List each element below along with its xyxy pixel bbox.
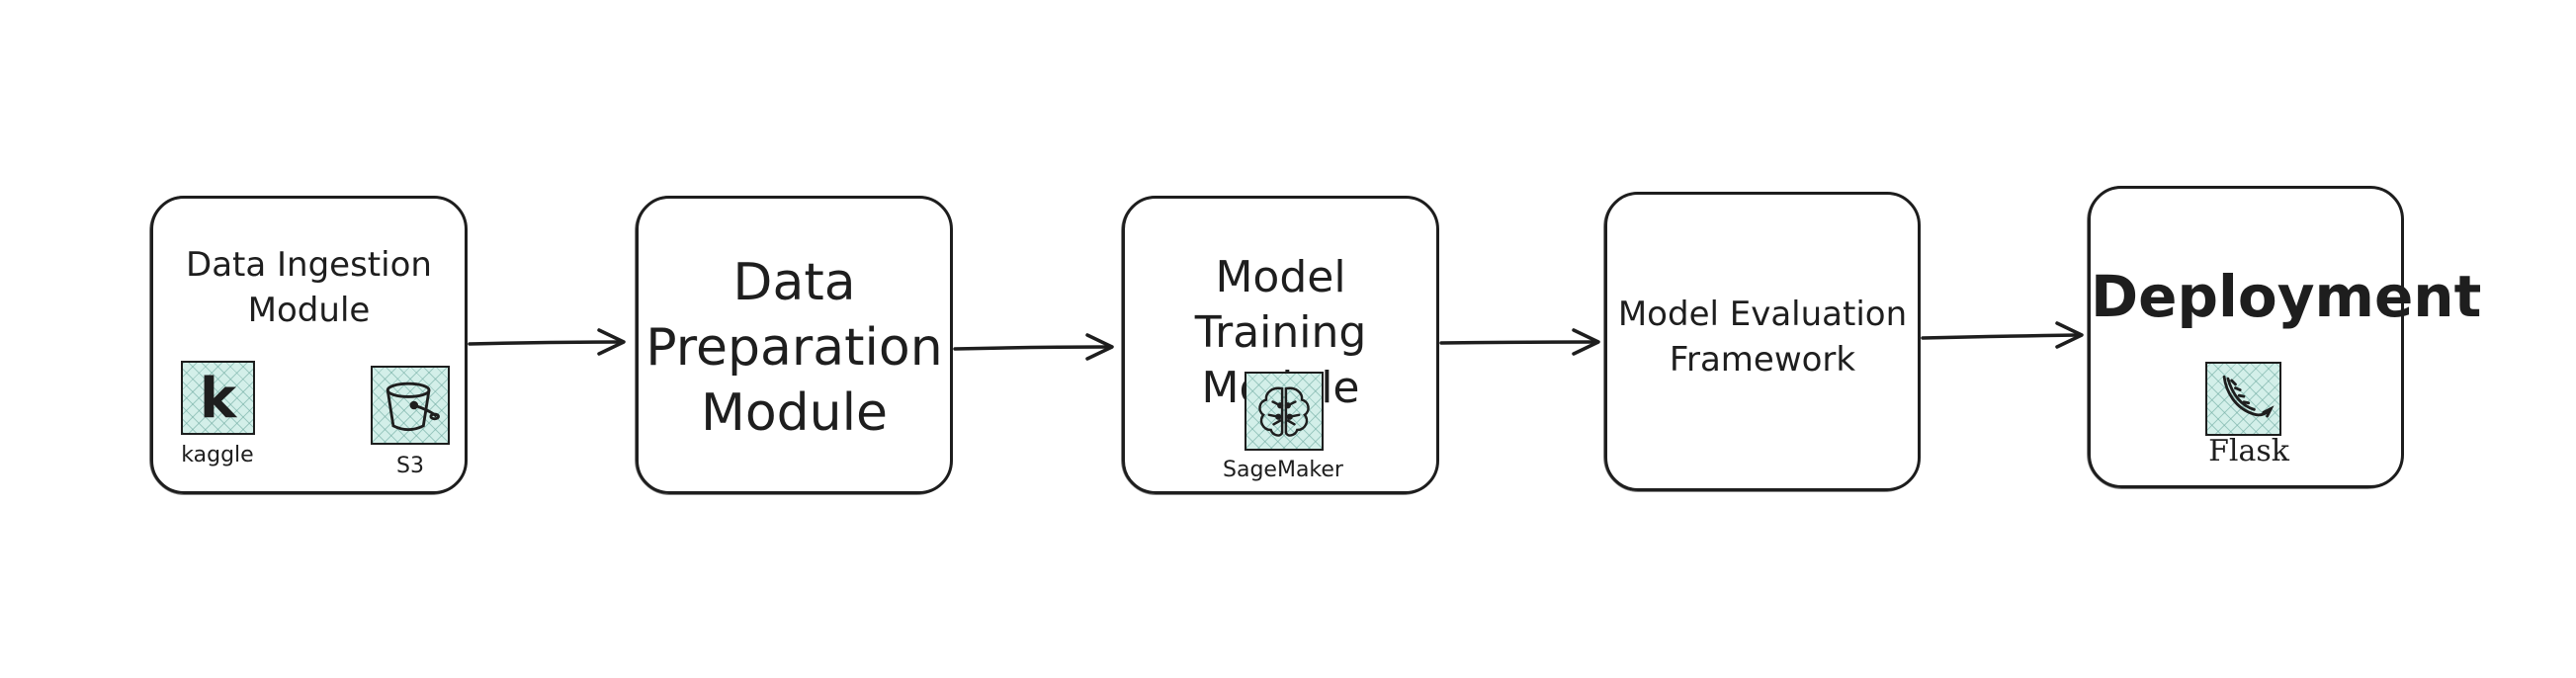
flask-logo-icon: [2205, 362, 2281, 436]
deployment-module: Deployment Flask: [2087, 186, 2482, 489]
s3-caption: S3: [396, 454, 424, 478]
sagemaker-caption: SageMaker: [1223, 458, 1343, 482]
arrow-training-to-evaluation: [1439, 328, 1600, 356]
model-evaluation-title: Model Evaluation Framework: [1617, 295, 1908, 380]
kaggle-caption: kaggle: [181, 443, 254, 467]
arrow-evaluation-to-deployment: [1921, 321, 2084, 349]
model-evaluation-framework: Model Evaluation Framework: [1603, 192, 1921, 492]
arrow-preparation-to-training: [953, 333, 1114, 361]
deployment-title: Deployment: [2091, 263, 2482, 330]
s3-bucket-icon: [371, 366, 450, 445]
data-preparation-title: Data Preparation Module: [645, 253, 943, 443]
model-training-module: Model Training Module SageMaker: [1121, 196, 1439, 495]
data-preparation-module: Data Preparation Module: [635, 196, 953, 495]
arrow-ingestion-to-preparation: [468, 328, 626, 356]
kaggle-logo-icon: k: [181, 361, 255, 435]
kaggle-glyph: k: [199, 367, 237, 431]
sagemaker-brain-icon: [1245, 372, 1324, 451]
flask-caption: Flask: [2208, 434, 2289, 468]
data-ingestion-title: Data Ingestion Module: [186, 245, 432, 330]
data-ingestion-module: Data Ingestion Module k kaggle S3: [149, 196, 468, 495]
